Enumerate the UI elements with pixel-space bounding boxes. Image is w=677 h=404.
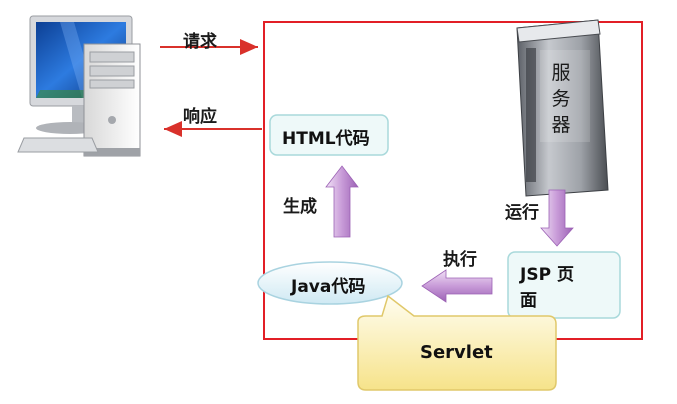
execute-label: 执行 bbox=[443, 250, 477, 270]
run-arrow bbox=[540, 189, 574, 247]
execute-arrow bbox=[421, 269, 493, 303]
java-code-label: Java代码 bbox=[291, 277, 366, 297]
response-label: 响应 bbox=[183, 107, 217, 127]
html-code-label: HTML代码 bbox=[282, 129, 370, 149]
jsp-page-label-line1: JSP 页 bbox=[520, 265, 574, 285]
servlet-label: Servlet bbox=[420, 342, 493, 363]
servlet-callout bbox=[357, 294, 557, 391]
run-label: 运行 bbox=[505, 203, 539, 223]
server-char: 服 bbox=[551, 62, 571, 84]
generate-label: 生成 bbox=[283, 197, 317, 217]
generate-arrow bbox=[325, 165, 359, 238]
server-char: 务 bbox=[551, 88, 571, 110]
java-code-oval bbox=[257, 261, 403, 305]
request-label: 请求 bbox=[183, 32, 217, 52]
jsp-page-box bbox=[507, 251, 621, 319]
server-label: 服 务 器 bbox=[548, 60, 574, 138]
jsp-page-label-line2: 面 bbox=[520, 291, 537, 311]
server-char: 器 bbox=[551, 114, 571, 136]
desktop-computer-icon bbox=[17, 15, 141, 157]
server-tower-icon bbox=[516, 19, 609, 197]
html-code-box bbox=[269, 114, 389, 156]
